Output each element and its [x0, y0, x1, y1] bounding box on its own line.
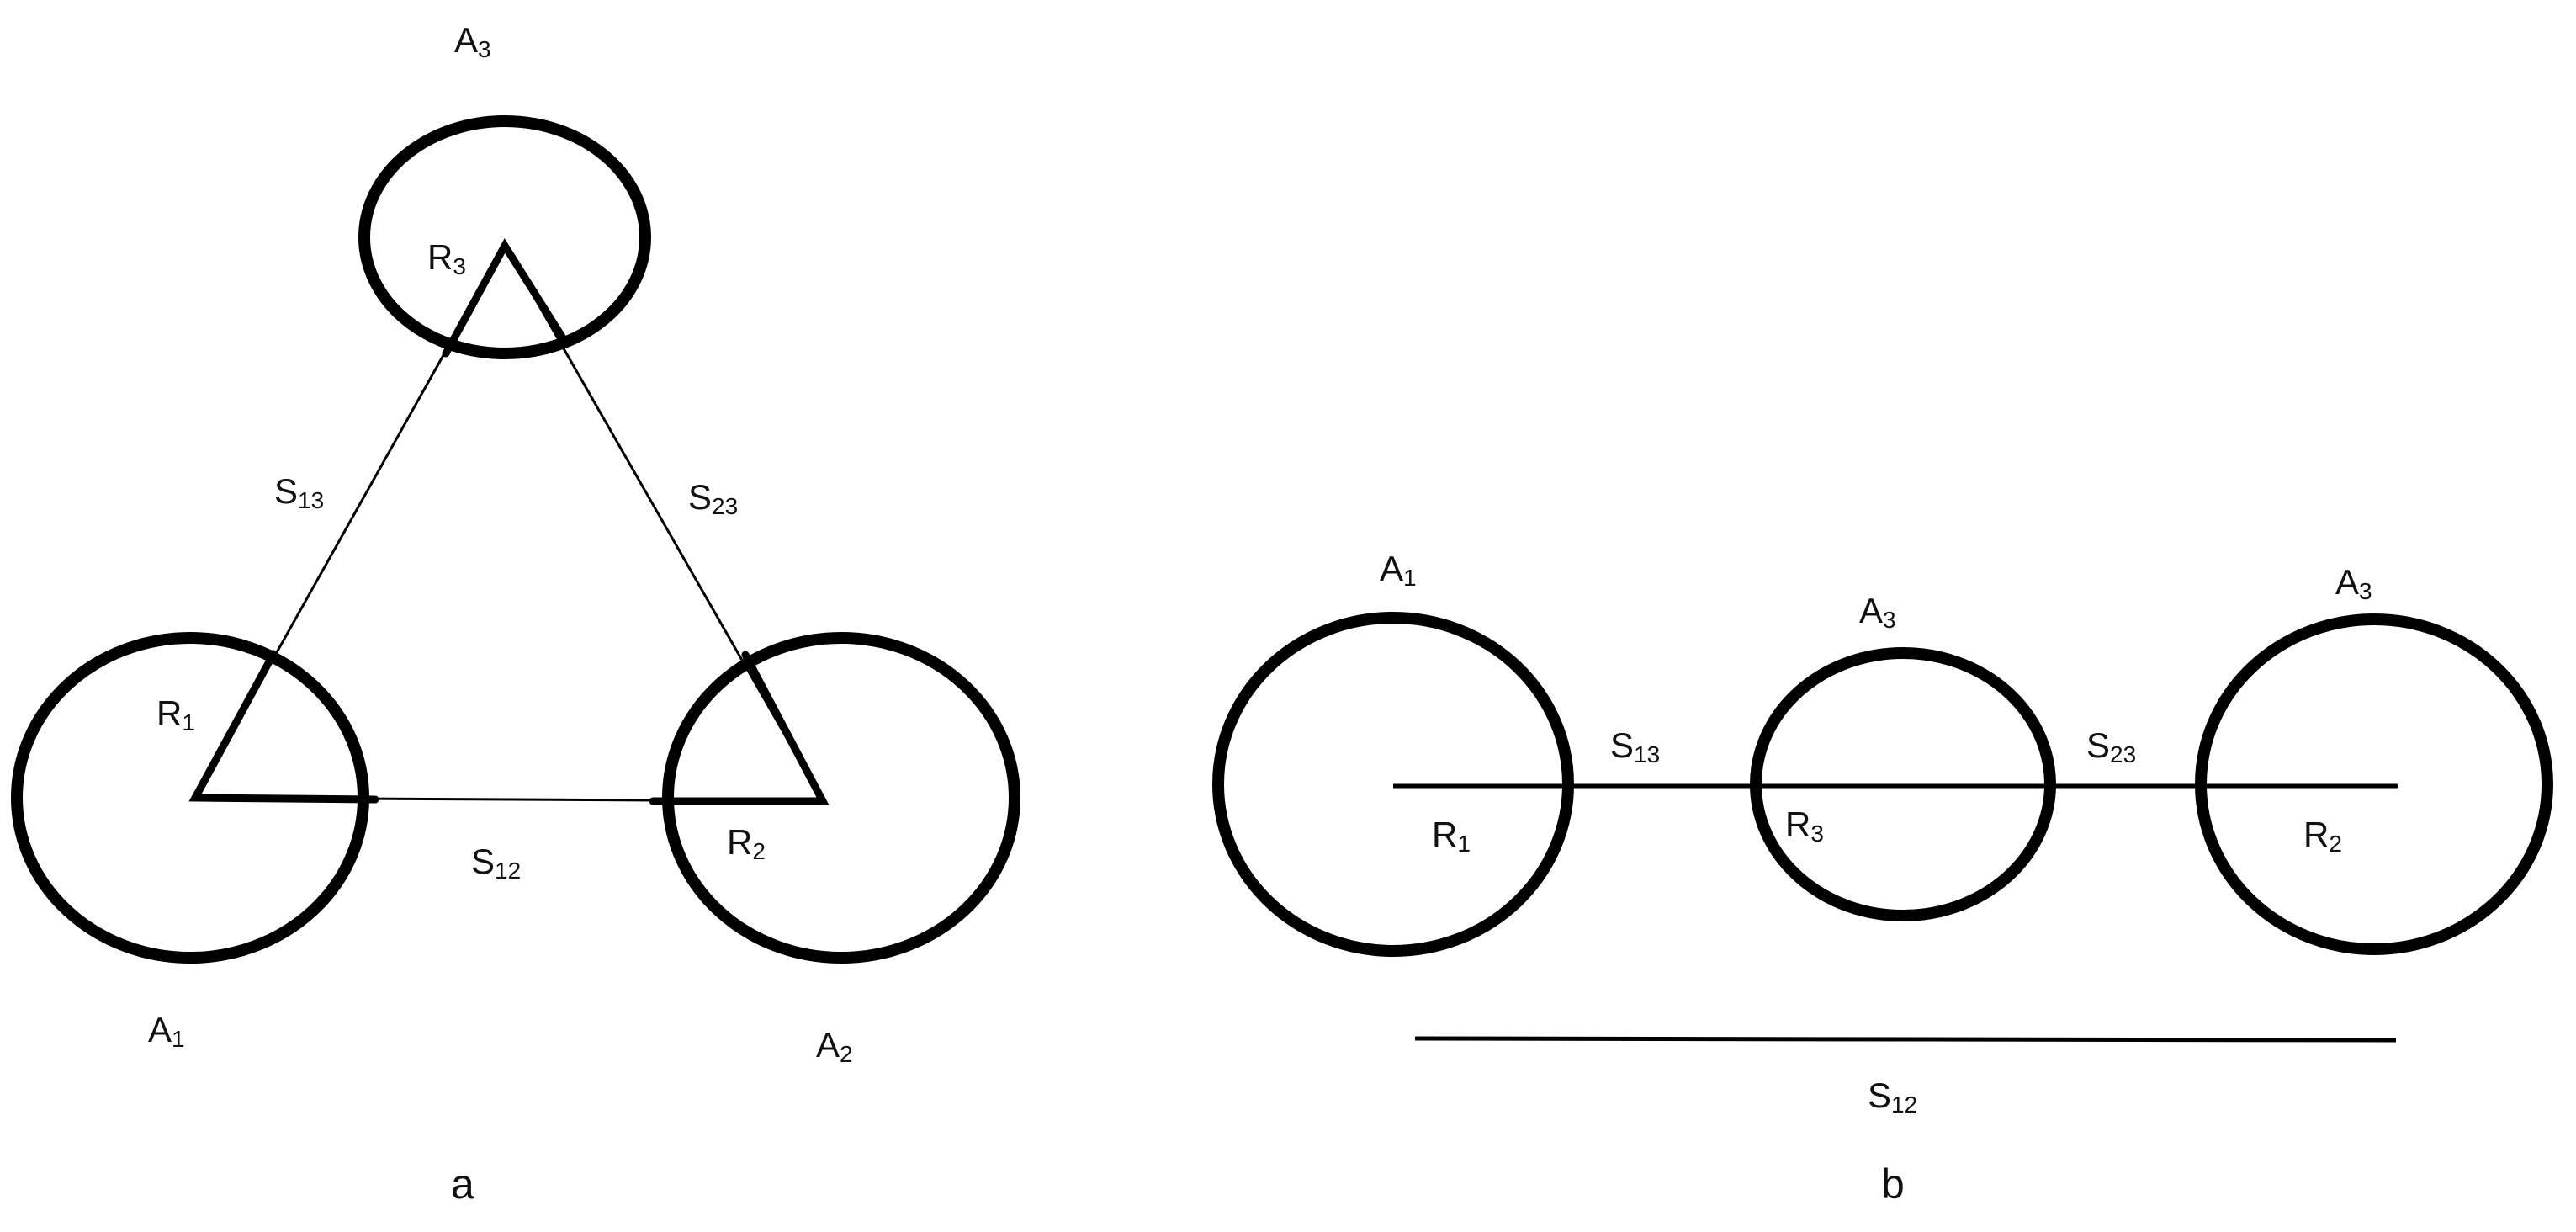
label-s23: S23 — [688, 477, 738, 519]
label-a2: A2 — [816, 1025, 853, 1067]
label-b-r2: R2 — [2303, 815, 2342, 857]
label-b-r1: R1 — [1432, 815, 1471, 857]
label-s12: S12 — [471, 842, 521, 884]
label-b-s23: S23 — [2086, 725, 2136, 767]
label-a3: A3 — [454, 20, 491, 62]
label-b-s12: S12 — [1868, 1075, 1917, 1118]
label-r1: R1 — [156, 693, 195, 735]
caption-a: a — [451, 1160, 474, 1208]
line-s12 — [1414, 1036, 2397, 1043]
label-a1: A1 — [148, 1010, 185, 1052]
radius-r2-segment — [649, 651, 830, 805]
label-s13: S13 — [274, 471, 324, 513]
label-b-r3: R3 — [1785, 805, 1824, 847]
radius-r3-segment — [442, 238, 570, 358]
panel-a: A3 R3 S13 S23 R1 R2 S12 A1 A2 a — [11, 20, 1020, 1208]
caption-b: b — [1881, 1160, 1905, 1208]
label-r3: R3 — [427, 237, 466, 279]
radius-r1-segment — [188, 650, 379, 804]
panel-b: A1 A3 A3 S13 S23 R1 R3 R2 S12 b — [1212, 549, 2553, 1208]
label-b-a1: A1 — [1380, 549, 1417, 591]
label-b-s13: S13 — [1610, 725, 1660, 767]
label-r2: R2 — [727, 822, 766, 864]
label-b-a3-middle: A3 — [1859, 591, 1896, 633]
circle-a3 — [358, 115, 651, 359]
label-b-a3-right: A3 — [2335, 562, 2372, 604]
